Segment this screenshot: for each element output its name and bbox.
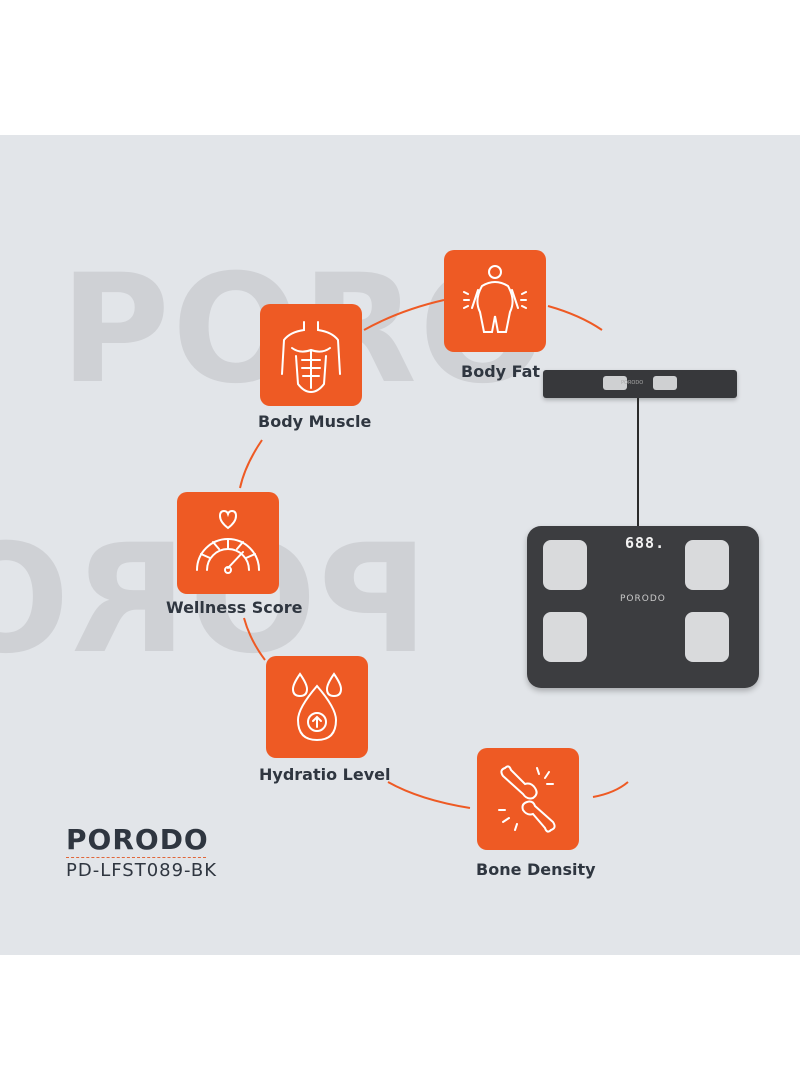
body-fat-label: Body Fat [461,362,541,381]
scale-pad-bottom-right [685,612,729,662]
scale-body: 688. PORODO [527,526,759,688]
scale-display: 688. [625,534,666,552]
scale-pad-bottom-left [543,612,587,662]
model-number: PD-LFST089-BK [66,860,218,881]
hydration-level-label: Hydratio Level [259,765,391,784]
body-fat-icon-box [444,250,546,352]
body-muscle-icon-box [260,304,362,406]
brand-divider [66,857,206,858]
hydration-level-icon-box [266,656,368,758]
body-fat-icon [463,265,527,333]
wellness-score-icon-box [177,492,279,594]
bone-density-label: Bone Density [476,860,596,879]
scale-pad-top-right [685,540,729,590]
scale-pad-top-left [543,540,587,590]
scale-logo: PORODO [620,594,666,604]
wellness-score-label: Wellness Score [166,598,303,617]
arc-hydration-bone [387,781,471,809]
bone-density-icon-box [477,748,579,850]
handle-grip-left [603,376,627,390]
handle-logo: PORODO [621,380,644,386]
scale-handle: PORODO [543,370,737,398]
body-muscle-label: Body Muscle [258,412,372,431]
hydration-level-icon [291,672,343,742]
scale-cable [637,398,639,526]
arc-bone-scale [592,781,629,798]
brand-logo: PORODO [66,823,209,856]
wellness-score-icon [196,509,260,574]
arc-muscle-wellness [239,439,263,489]
arc-muscle-fat [363,299,445,331]
arc-fat-handle [547,305,603,331]
bone-density-icon [498,765,556,833]
body-muscle-icon [281,321,341,394]
arc-wellness-hydration [243,617,266,661]
handle-grip-right [653,376,677,390]
